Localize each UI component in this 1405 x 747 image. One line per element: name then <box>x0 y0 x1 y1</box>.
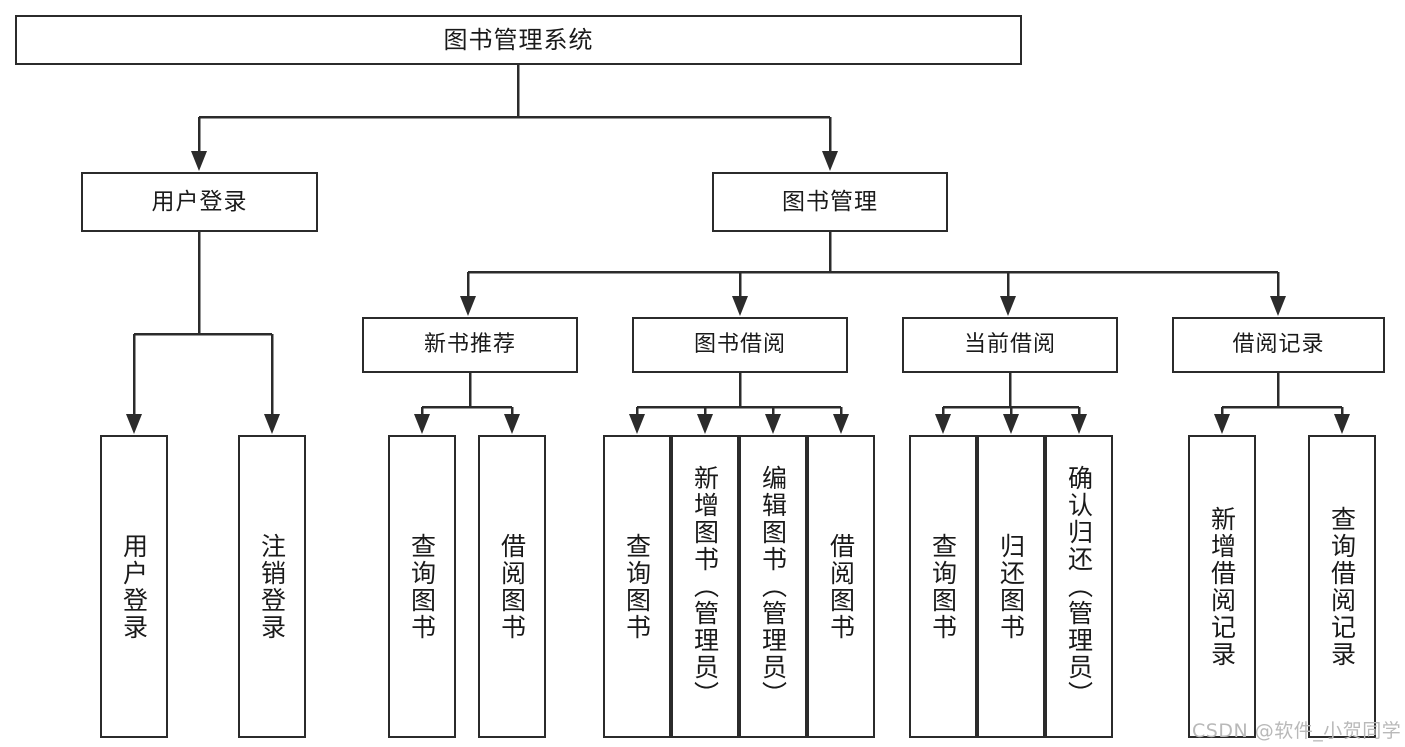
node-label: 当前借阅 <box>963 332 1056 358</box>
csdn-watermark: CSDN @软件_小贺同学 <box>1192 720 1402 742</box>
node-label: 注销登录 <box>257 532 287 641</box>
arrow-head <box>414 414 430 434</box>
node-leaf-edit-book-admin[interactable]: 编辑图书（管理员） <box>739 435 807 738</box>
arrow-head <box>822 151 838 171</box>
node-label: 图书借阅 <box>693 332 786 358</box>
node-label: 新书推荐 <box>423 332 516 358</box>
arrow-head <box>1270 296 1286 316</box>
arrow-head <box>126 414 142 434</box>
arrow-head <box>697 414 713 434</box>
node-label: 借阅图书 <box>497 532 527 641</box>
node-leaf-user-login[interactable]: 用户登录 <box>100 435 168 738</box>
node-leaf-query-borrow-record[interactable]: 查询借阅记录 <box>1308 435 1376 738</box>
node-new-book-recommend[interactable]: 新书推荐 <box>362 317 578 373</box>
arrow-head <box>460 296 476 316</box>
arrow-head <box>1003 414 1019 434</box>
arrow-head <box>191 151 207 171</box>
arrow-head <box>1071 414 1087 434</box>
node-leaf-borrow-book-bor[interactable]: 借阅图书 <box>807 435 875 738</box>
node-current-borrow[interactable]: 当前借阅 <box>902 317 1118 373</box>
arrow-head <box>264 414 280 434</box>
node-label: 查询图书 <box>928 532 958 641</box>
node-label: 查询图书 <box>407 532 437 641</box>
arrow-head <box>1214 414 1230 434</box>
arrow-head <box>765 414 781 434</box>
arrow-head <box>935 414 951 434</box>
arrow-head <box>1334 414 1350 434</box>
node-label: 查询借阅记录 <box>1327 505 1357 668</box>
node-label: 用户登录 <box>119 532 149 641</box>
node-root[interactable]: 图书管理系统 <box>15 15 1022 65</box>
node-leaf-confirm-return-admin[interactable]: 确认归还（管理员） <box>1045 435 1113 738</box>
node-borrow-record[interactable]: 借阅记录 <box>1172 317 1385 373</box>
arrow-head <box>1000 296 1016 316</box>
edge-group <box>126 65 1350 434</box>
node-label: 借阅记录 <box>1232 332 1325 358</box>
node-label: 借阅图书 <box>826 532 856 641</box>
node-label: 新增借阅记录 <box>1207 505 1237 668</box>
node-leaf-query-book-rec[interactable]: 查询图书 <box>388 435 456 738</box>
node-leaf-user-logout[interactable]: 注销登录 <box>238 435 306 738</box>
node-user-login[interactable]: 用户登录 <box>81 172 318 232</box>
arrow-head <box>833 414 849 434</box>
node-label: 编辑图书（管理员） <box>758 465 788 708</box>
node-book-borrow[interactable]: 图书借阅 <box>632 317 848 373</box>
node-label: 查询图书 <box>622 532 652 641</box>
node-leaf-query-book-cur[interactable]: 查询图书 <box>909 435 977 738</box>
node-label: 新增图书（管理员） <box>690 465 720 708</box>
node-label: 归还图书 <box>996 532 1026 641</box>
node-label: 图书管理 <box>782 188 878 215</box>
node-label: 用户登录 <box>151 188 248 215</box>
node-leaf-return-book[interactable]: 归还图书 <box>977 435 1045 738</box>
node-book-manage[interactable]: 图书管理 <box>712 172 948 232</box>
arrow-head <box>629 414 645 434</box>
arrow-head <box>504 414 520 434</box>
node-label: 图书管理系统 <box>443 26 594 54</box>
node-leaf-add-borrow-record[interactable]: 新增借阅记录 <box>1188 435 1256 738</box>
node-leaf-borrow-book-rec[interactable]: 借阅图书 <box>478 435 546 738</box>
node-label: 确认归还（管理员） <box>1064 465 1094 708</box>
node-leaf-add-book-admin[interactable]: 新增图书（管理员） <box>671 435 739 738</box>
node-leaf-query-book-bor[interactable]: 查询图书 <box>603 435 671 738</box>
arrow-head <box>732 296 748 316</box>
